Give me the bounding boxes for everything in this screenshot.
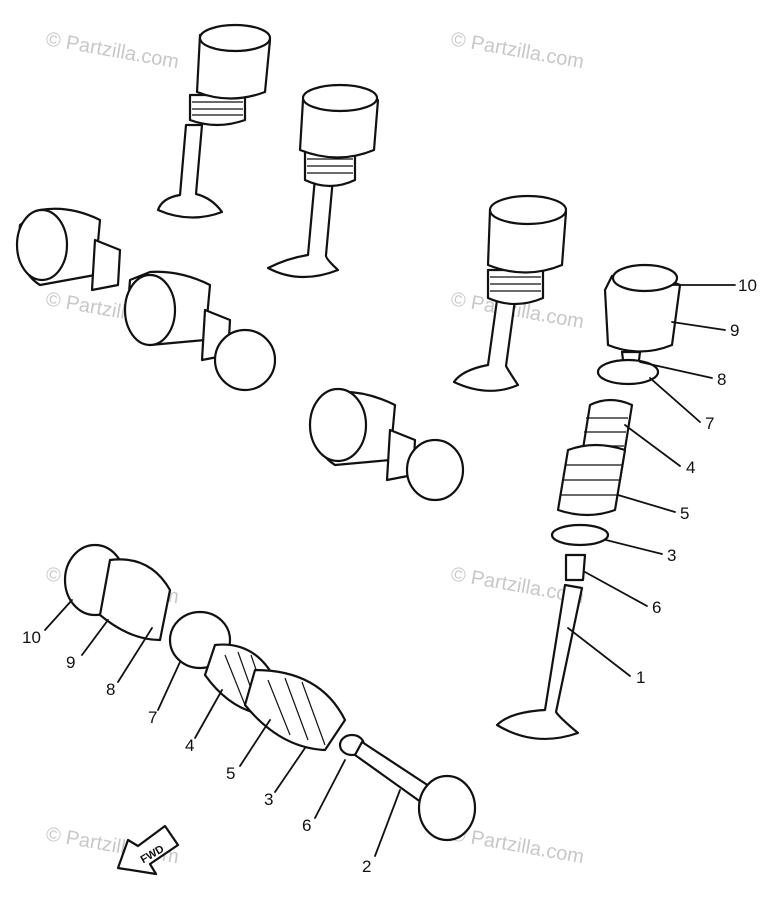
callout-left-6: 6 bbox=[302, 816, 311, 835]
valve-bucket-9-lower bbox=[98, 558, 172, 642]
valve-shim-10 bbox=[611, 263, 679, 293]
callout-left-9: 9 bbox=[66, 653, 75, 672]
callout-right-4: 4 bbox=[686, 458, 695, 477]
callout-right-6: 6 bbox=[652, 598, 661, 617]
watermark-1: © Partzilla.com bbox=[44, 28, 181, 73]
outer-spring-5-lower bbox=[243, 668, 347, 752]
leader-lines-left bbox=[44, 599, 401, 857]
valve-assembly-top-3 bbox=[452, 194, 568, 392]
callout-right-9: 9 bbox=[730, 321, 739, 340]
valve-assembly-center bbox=[308, 387, 465, 502]
seal-6 bbox=[564, 553, 587, 582]
callout-right-5: 5 bbox=[680, 504, 689, 523]
exploded-assembly-right bbox=[495, 263, 682, 741]
callout-left-3: 3 bbox=[264, 790, 273, 809]
valve-head-2 bbox=[417, 774, 477, 842]
spring-seat-3 bbox=[550, 523, 610, 547]
valve-assembly-top-2 bbox=[266, 83, 380, 279]
callout-left-10: 10 bbox=[22, 628, 41, 647]
watermark-2: © Partzilla.com bbox=[449, 28, 586, 73]
exploded-assembly-lower-left bbox=[63, 543, 477, 842]
valve-1 bbox=[495, 583, 584, 741]
callout-right-8: 8 bbox=[717, 370, 726, 389]
callout-right-7: 7 bbox=[705, 414, 714, 433]
callout-left-5: 5 bbox=[226, 764, 235, 783]
callout-left-7: 7 bbox=[148, 708, 157, 727]
callout-right-3: 3 bbox=[667, 546, 676, 565]
callout-right-1: 1 bbox=[636, 668, 645, 687]
valve-assembly-top-1 bbox=[156, 23, 272, 219]
valve-assembly-left-1 bbox=[15, 207, 122, 292]
callouts-right: 10 9 8 7 4 5 3 6 1 bbox=[636, 276, 757, 687]
spring-seat-7 bbox=[596, 358, 660, 386]
callouts-left: 10 9 8 7 4 5 3 6 2 bbox=[22, 628, 371, 876]
callout-left-8: 8 bbox=[106, 680, 115, 699]
callout-right-10: 10 bbox=[738, 276, 757, 295]
watermark-8: © Partzilla.com bbox=[449, 823, 586, 868]
callout-left-2: 2 bbox=[362, 857, 371, 876]
valve-assembly-left-2 bbox=[123, 270, 277, 392]
leader-lines-right bbox=[567, 284, 736, 677]
callout-left-4: 4 bbox=[185, 736, 194, 755]
